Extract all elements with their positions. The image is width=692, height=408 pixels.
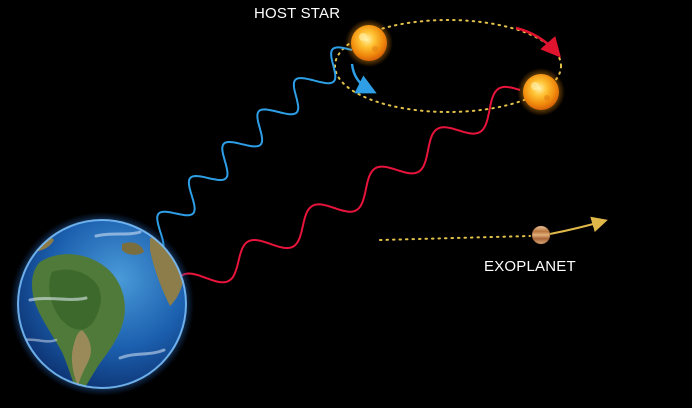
host-star-label: HOST STAR [254, 5, 341, 22]
star-motion-arrow-red [515, 26, 561, 58]
host-star-near-sun-icon [345, 19, 393, 67]
exoplanet-label: EXOPLANET [484, 258, 576, 275]
host-star-far-sun-icon [517, 68, 565, 116]
exoplanet-orbit-path [379, 235, 531, 241]
star-orbit-path [334, 19, 562, 113]
earth-globe-icon [10, 212, 194, 396]
exoplanet-motion-arrow [549, 216, 608, 235]
exoplanet-planet-icon [531, 225, 551, 245]
star-motion-arrow-blue [350, 63, 377, 94]
